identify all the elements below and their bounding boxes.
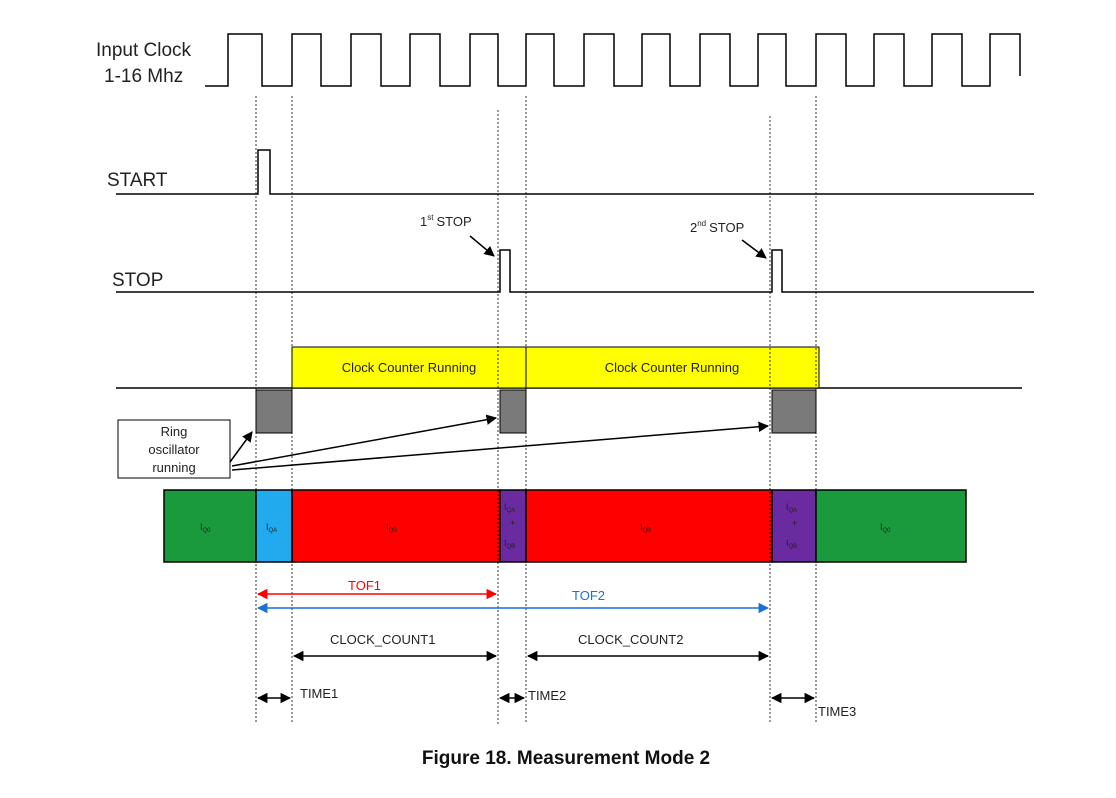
stop-label: STOP — [112, 270, 163, 291]
start-waveform — [116, 149, 1034, 195]
clock-count1-label: CLOCK_COUNT1 — [330, 632, 435, 647]
ring-arrow-3 — [231, 421, 770, 471]
iqa-label: IQA — [266, 522, 277, 534]
mixed-2-iqb-label: IQB — [786, 538, 797, 550]
start-label: START — [107, 170, 168, 191]
input-clock-frequency-label: 1-16 Mhz — [104, 66, 183, 87]
ring-oscillator-callout-box — [117, 419, 231, 479]
ring-oscillator-block-1 — [255, 389, 293, 434]
input-clock-label: Input Clock — [96, 40, 192, 61]
iqb-label-1: IQB — [386, 522, 397, 534]
current-q0-segment-1 — [163, 489, 257, 563]
tof2-label: TOF2 — [572, 588, 605, 603]
current-qa-segment — [255, 489, 293, 563]
input-clock-waveform — [205, 33, 1021, 87]
current-qb-segment-1 — [291, 489, 501, 563]
mixed-1-plus-label: + — [510, 518, 515, 528]
time3-label: TIME3 — [818, 704, 856, 719]
ring-oscillator-block-2 — [499, 389, 527, 434]
iq0-label-1: IQ0 — [200, 522, 211, 534]
clock-counter-label-2: Clock Counter Running — [605, 360, 739, 375]
ring-callout-line-1: Ring — [161, 424, 188, 439]
ring-callout-line-2: oscillator — [148, 442, 200, 457]
current-qb-segment-2 — [525, 489, 773, 563]
second-stop-arrow — [741, 239, 767, 259]
current-mixed-segment-1 — [499, 489, 527, 563]
stop-waveform — [116, 249, 1034, 293]
time1-label: TIME1 — [300, 686, 338, 701]
mixed-2-iqa-label: IQA — [786, 502, 797, 514]
mixed-1-iqb-label: IQB — [504, 538, 515, 550]
clock-count2-label: CLOCK_COUNT2 — [578, 632, 683, 647]
guide-lines — [255, 96, 817, 724]
current-mixed-segment-2 — [771, 489, 817, 563]
tof1-label: TOF1 — [348, 578, 381, 593]
clock-counter-label-1: Clock Counter Running — [342, 360, 476, 375]
ring-callout-line-3: running — [152, 460, 195, 475]
iq0-label-2: IQ0 — [880, 522, 891, 534]
ring-arrow-1 — [229, 431, 253, 463]
ring-arrow-2 — [231, 414, 498, 467]
first-stop-arrow — [469, 235, 495, 257]
figure-caption: Figure 18. Measurement Mode 2 — [422, 748, 710, 769]
mixed-1-iqa-label: IQA — [504, 502, 515, 514]
mixed-2-plus-label: + — [792, 518, 797, 528]
ring-oscillator-block-3 — [771, 389, 817, 434]
iqb-label-2: IQB — [640, 522, 651, 534]
current-q0-segment-2 — [815, 489, 967, 563]
time2-label: TIME2 — [528, 688, 566, 703]
